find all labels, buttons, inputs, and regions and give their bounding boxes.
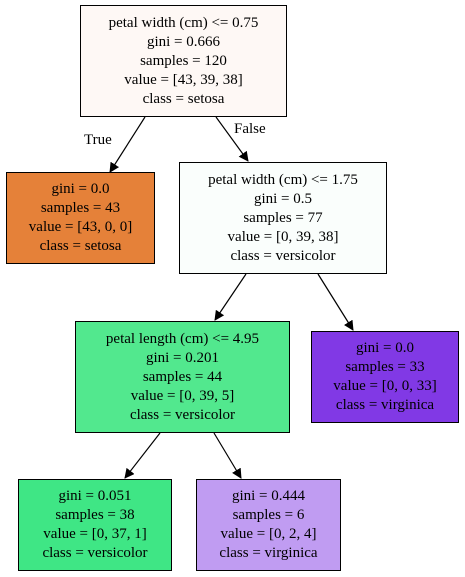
node-root-line: class = setosa	[142, 90, 225, 107]
node-versicolor-leaf-line: gini = 0.051	[58, 488, 132, 504]
node-virginica-small-leaf-line: samples = 6	[232, 507, 305, 523]
node-versicolor-leaf-line: samples = 38	[55, 507, 135, 523]
node-virginica-small-leaf-line: class = virginica	[219, 545, 318, 561]
edge-root-to-right-split	[215, 116, 249, 162]
edge-length-split-to-versicolor	[124, 432, 161, 479]
node-setosa-leaf-line: class = setosa	[39, 238, 122, 254]
node-right-split-line: value = [0, 39, 38]	[227, 228, 339, 245]
node-right-split-line: samples = 77	[243, 209, 323, 226]
node-virginica-leaf-line: samples = 33	[345, 359, 425, 375]
node-length-split-line: petal length (cm) <= 4.95	[105, 330, 260, 347]
node-length-split-line: value = [0, 39, 5]	[130, 387, 235, 404]
node-versicolor-leaf-line: class = versicolor	[42, 545, 148, 561]
edge-root-to-setosa	[109, 116, 146, 173]
node-virginica-small-leaf-line: gini = 0.444	[231, 488, 306, 504]
edge-label-false: False	[234, 121, 266, 137]
node-root: petal width (cm) <= 0.75 gini = 0.666 sa…	[80, 5, 287, 117]
node-right-split-line: petal width (cm) <= 1.75	[208, 171, 358, 188]
node-setosa-leaf: gini = 0.0 samples = 43 value = [43, 0, …	[6, 172, 155, 264]
edge-right-split-to-virginica	[317, 273, 354, 331]
node-length-split-line: class = versicolor	[129, 406, 236, 423]
node-virginica-leaf-line: gini = 0.0	[355, 340, 415, 356]
node-setosa-leaf-line: value = [43, 0, 0]	[28, 219, 133, 235]
node-root-line: gini = 0.666	[146, 33, 221, 50]
edge-label-true: True	[84, 132, 112, 148]
node-root-line: value = [43, 39, 38]	[124, 71, 243, 88]
node-versicolor-leaf-line: value = [0, 37, 1]	[43, 526, 147, 542]
node-virginica-small-leaf-line: value = [0, 2, 4]	[220, 526, 317, 542]
node-virginica-leaf-line: value = [0, 0, 33]	[333, 378, 437, 394]
node-length-split: petal length (cm) <= 4.95 gini = 0.201 s…	[75, 321, 290, 433]
edge-right-split-to-length-split	[214, 273, 247, 321]
node-right-split-line: gini = 0.5	[253, 190, 313, 207]
edge-length-split-to-virginica-small	[213, 432, 242, 479]
node-root-line: samples = 120	[140, 52, 227, 69]
node-root-line: petal width (cm) <= 0.75	[108, 14, 259, 31]
node-versicolor-leaf: gini = 0.051 samples = 38 value = [0, 37…	[18, 479, 172, 571]
node-setosa-leaf-line: gini = 0.0	[51, 181, 110, 197]
node-virginica-leaf-line: class = virginica	[335, 397, 435, 413]
node-virginica-leaf: gini = 0.0 samples = 33 value = [0, 0, 3…	[311, 331, 459, 423]
node-right-split-line: class = versicolor	[230, 247, 336, 264]
node-length-split-line: samples = 44	[142, 368, 223, 385]
node-right-split: petal width (cm) <= 1.75 gini = 0.5 samp…	[179, 162, 387, 274]
node-length-split-line: gini = 0.201	[145, 349, 220, 366]
node-virginica-small-leaf: gini = 0.444 samples = 6 value = [0, 2, …	[196, 479, 341, 571]
node-setosa-leaf-line: samples = 43	[40, 200, 121, 216]
